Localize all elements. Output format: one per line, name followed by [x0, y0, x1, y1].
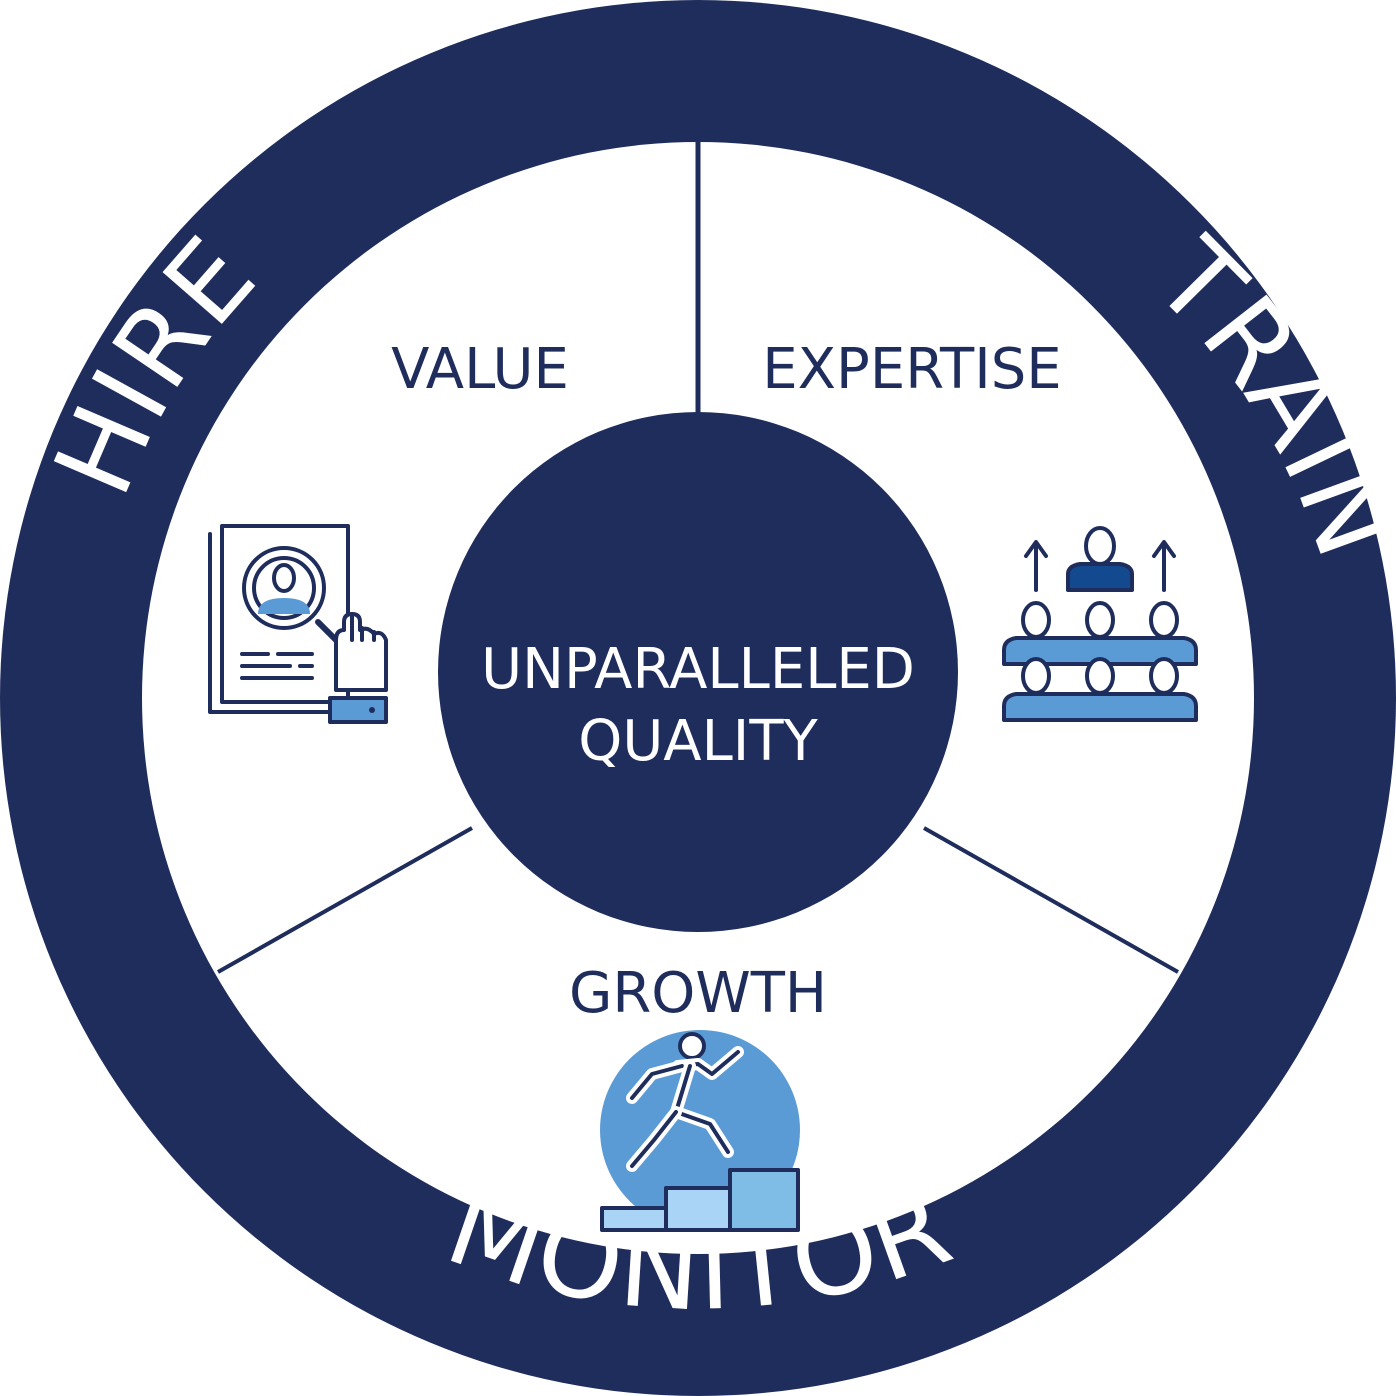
segment-label-value: VALUE — [391, 337, 569, 402]
center-circle — [438, 412, 958, 932]
segment-label-expertise: EXPERTISE — [762, 337, 1061, 402]
climbing-stairs-icon — [600, 1030, 800, 1232]
team-growth-icon — [1002, 526, 1198, 722]
center-label-line1: UNPARALLELED — [481, 637, 915, 702]
resume-search-icon — [208, 524, 388, 724]
center-label-line2: QUALITY — [578, 709, 818, 774]
divider-left — [217, 826, 473, 974]
segment-label-growth: GROWTH — [569, 961, 827, 1026]
divider-right — [923, 826, 1179, 974]
